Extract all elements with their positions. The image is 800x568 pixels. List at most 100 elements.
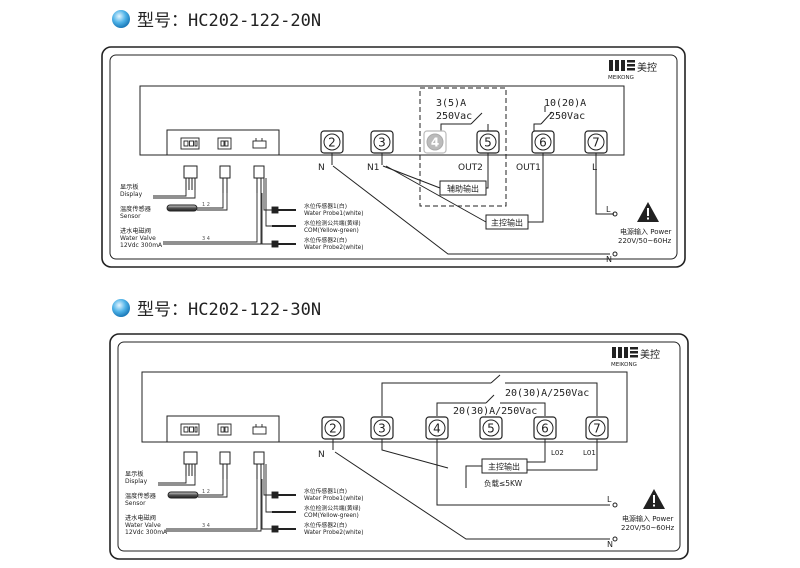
outer-panel xyxy=(109,333,689,560)
valve-connector xyxy=(252,140,267,149)
terminal-5: 5 xyxy=(479,416,503,440)
svg-text:2: 2 xyxy=(329,422,337,436)
brand-en: MEIKONG xyxy=(608,75,634,81)
display-connector xyxy=(180,423,200,436)
valve-label-en: Water Valve xyxy=(125,522,161,529)
brand-cn: 美控 xyxy=(640,348,660,361)
main-output-label: 主控输出 xyxy=(491,218,523,228)
out2-voltage: 250Vac xyxy=(436,111,472,122)
terminal-6: 6 xyxy=(531,130,555,154)
probe1-cn: 水位传感器1(白) xyxy=(304,202,347,210)
svg-text:2: 2 xyxy=(328,136,336,150)
model-title: 型号：HC202-122-20N xyxy=(137,11,321,31)
terminal-4: 4 xyxy=(425,416,449,440)
terminal-3: 3 xyxy=(370,130,394,154)
brand-en: MEIKONG xyxy=(611,362,637,368)
left-labels: 显示板 Display 温度传感器 Sensor 进水电磁阀 Water Val… xyxy=(125,470,168,536)
svg-text:7: 7 xyxy=(593,422,601,436)
lower-relay-rating: 20(30)A/250Vac xyxy=(453,406,537,417)
wire-mark-34: 3 4 xyxy=(202,236,210,242)
display-label-en: Display xyxy=(125,478,148,485)
valve-label-spec: 12Vdc 300mA xyxy=(125,529,168,536)
load-label: 负载≤5KW xyxy=(484,478,523,488)
sensor-label-en: Sensor xyxy=(125,500,146,507)
label-lo1: L01 xyxy=(583,449,596,457)
power-l: L xyxy=(607,495,612,504)
svg-text:5: 5 xyxy=(487,422,495,436)
sensor-label-cn: 温度传感器 xyxy=(125,492,157,500)
valve-label-cn: 进水电磁阀 xyxy=(120,227,151,235)
terminal-3: 3 xyxy=(370,416,394,440)
label-out1: OUT1 xyxy=(516,163,541,173)
display-label-en: Display xyxy=(120,191,143,198)
valve-connector xyxy=(252,426,267,435)
power-spec: 220V/50~60Hz xyxy=(618,237,671,245)
connector-block xyxy=(166,415,280,443)
display-label-cn: 显示板 xyxy=(120,183,139,191)
power-label: 电源输入 Power xyxy=(622,514,674,523)
power-l: L xyxy=(606,205,611,214)
terminal-5: 5 xyxy=(476,130,500,154)
display-label-cn: 显示板 xyxy=(125,470,144,478)
label-l: L xyxy=(592,163,597,173)
out1-voltage: 250Vac xyxy=(549,111,585,122)
svg-text:3: 3 xyxy=(378,422,386,436)
power-label: 电源输入 Power xyxy=(620,227,672,236)
left-labels: 显示板 Display 温度传感器 Sensor 进水电磁阀 Water Val… xyxy=(120,183,163,249)
svg-text:5: 5 xyxy=(484,136,492,150)
connector-block xyxy=(166,129,280,156)
inner-panel xyxy=(109,54,678,260)
probe1-cn: 水位传感器1(白) xyxy=(304,487,347,495)
main-output-box xyxy=(485,214,529,230)
wire-mark-34: 3 4 xyxy=(202,523,210,529)
valve-label-cn: 进水电磁阀 xyxy=(125,514,156,522)
label-n: N xyxy=(318,450,325,460)
terminal-2: 2 xyxy=(321,416,345,440)
aux-relay-region xyxy=(419,87,507,207)
label-n: N xyxy=(318,163,325,173)
svg-text:6: 6 xyxy=(541,422,549,436)
sensor-label-cn: 温度传感器 xyxy=(120,205,152,213)
svg-text:4: 4 xyxy=(433,422,441,436)
sensor-label-en: Sensor xyxy=(120,213,141,220)
out1-rating: 10(20)A xyxy=(544,98,586,109)
wire-mark-12: 1 2 xyxy=(202,489,210,495)
probe1-en: Water Probe1(white) xyxy=(304,496,364,502)
sensor-connector xyxy=(217,423,232,436)
controller-body xyxy=(141,371,628,443)
svg-text:6: 6 xyxy=(539,136,547,150)
label-lo2: L02 xyxy=(551,449,564,457)
inner-panel xyxy=(117,341,681,552)
probe2-en: Water Probe2(white) xyxy=(304,245,364,251)
com-en: COM(Yellow-green) xyxy=(304,228,359,234)
sensor-connector xyxy=(217,137,232,150)
label-out2: OUT2 xyxy=(458,163,483,173)
com-cn: 水位检测公共端(黄绿) xyxy=(304,219,361,227)
upper-relay-rating: 20(30)A/250Vac xyxy=(505,388,589,399)
model-2: 型号：HC202-122-30N 美控 MEIKONG xyxy=(109,299,689,560)
warning-icon xyxy=(637,202,659,222)
out2-rating: 3(5)A xyxy=(436,98,466,109)
probe2-en: Water Probe2(white) xyxy=(304,530,364,536)
terminal-7: 7 xyxy=(584,130,608,154)
model-1: 型号：HC202-122-20N 美控 MEIKONG xyxy=(101,10,686,268)
terminals: 2 3 4 5 6 xyxy=(320,130,608,154)
probe1-en: Water Probe1(white) xyxy=(304,211,364,217)
power-n: N xyxy=(606,255,612,264)
outer-panel xyxy=(101,46,686,268)
probe2-cn: 水位传感器2(白) xyxy=(304,521,347,529)
terminal-7: 7 xyxy=(585,416,609,440)
aux-output-label: 辅助输出 xyxy=(447,184,479,194)
label-n1: N1 xyxy=(367,163,379,173)
brand-cn: 美控 xyxy=(637,61,657,74)
display-connector xyxy=(180,137,200,150)
aux-output-box xyxy=(439,180,487,196)
svg-text:4: 4 xyxy=(431,136,439,150)
brand-logo: 美控 MEIKONG xyxy=(611,347,660,368)
brand-logo: 美控 MEIKONG xyxy=(608,60,657,81)
title-bullet-icon xyxy=(112,10,130,28)
terminals: 2 3 4 5 6 xyxy=(321,416,609,440)
terminal-4-disabled: 4 xyxy=(423,130,447,154)
probe-labels: 水位传感器1(白) Water Probe1(white) 水位检测公共端(黄绿… xyxy=(304,487,364,536)
